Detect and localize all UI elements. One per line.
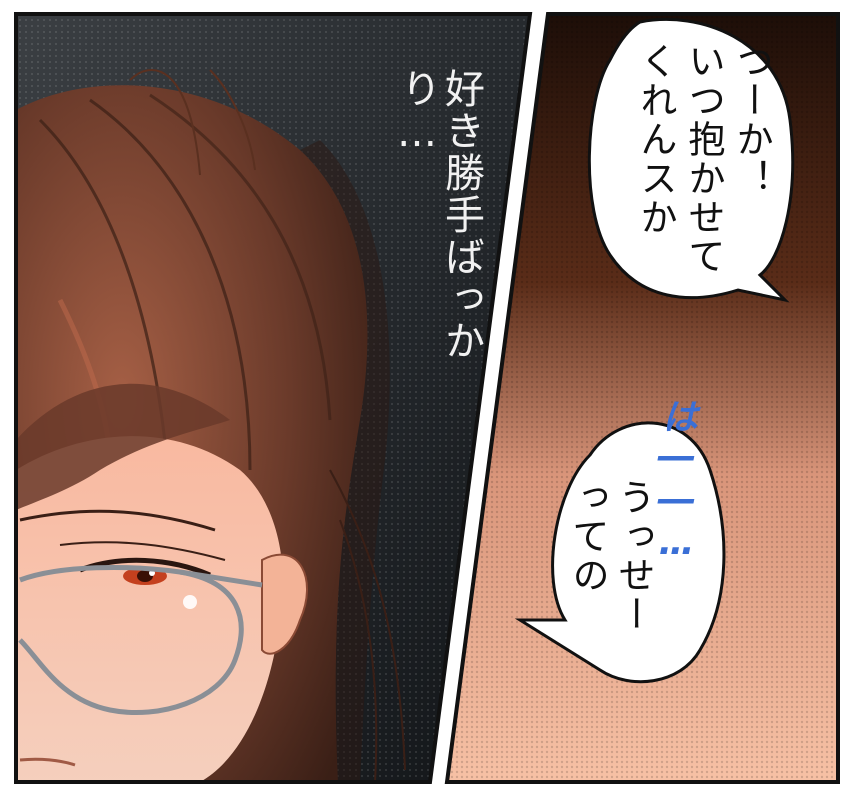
bubble-top-line-2: いつ抱かせて: [682, 42, 725, 276]
bubble-top-line-3: くれんスか: [634, 42, 677, 237]
speech-bubble-bottom: [514, 421, 726, 684]
bubble-top-line-1: つーか！: [730, 42, 773, 198]
bubble-bottom-line-2: っての: [566, 478, 609, 595]
narration-text: 好き勝手ばっかり…: [394, 68, 484, 362]
speech-bubble-top: [587, 17, 795, 303]
panel-borders: [14, 12, 840, 784]
left-panel: [16, 14, 530, 783]
bubble-bottom-line-1: うっせー: [612, 478, 655, 634]
sfx-sigh-text: は――…: [656, 398, 697, 565]
